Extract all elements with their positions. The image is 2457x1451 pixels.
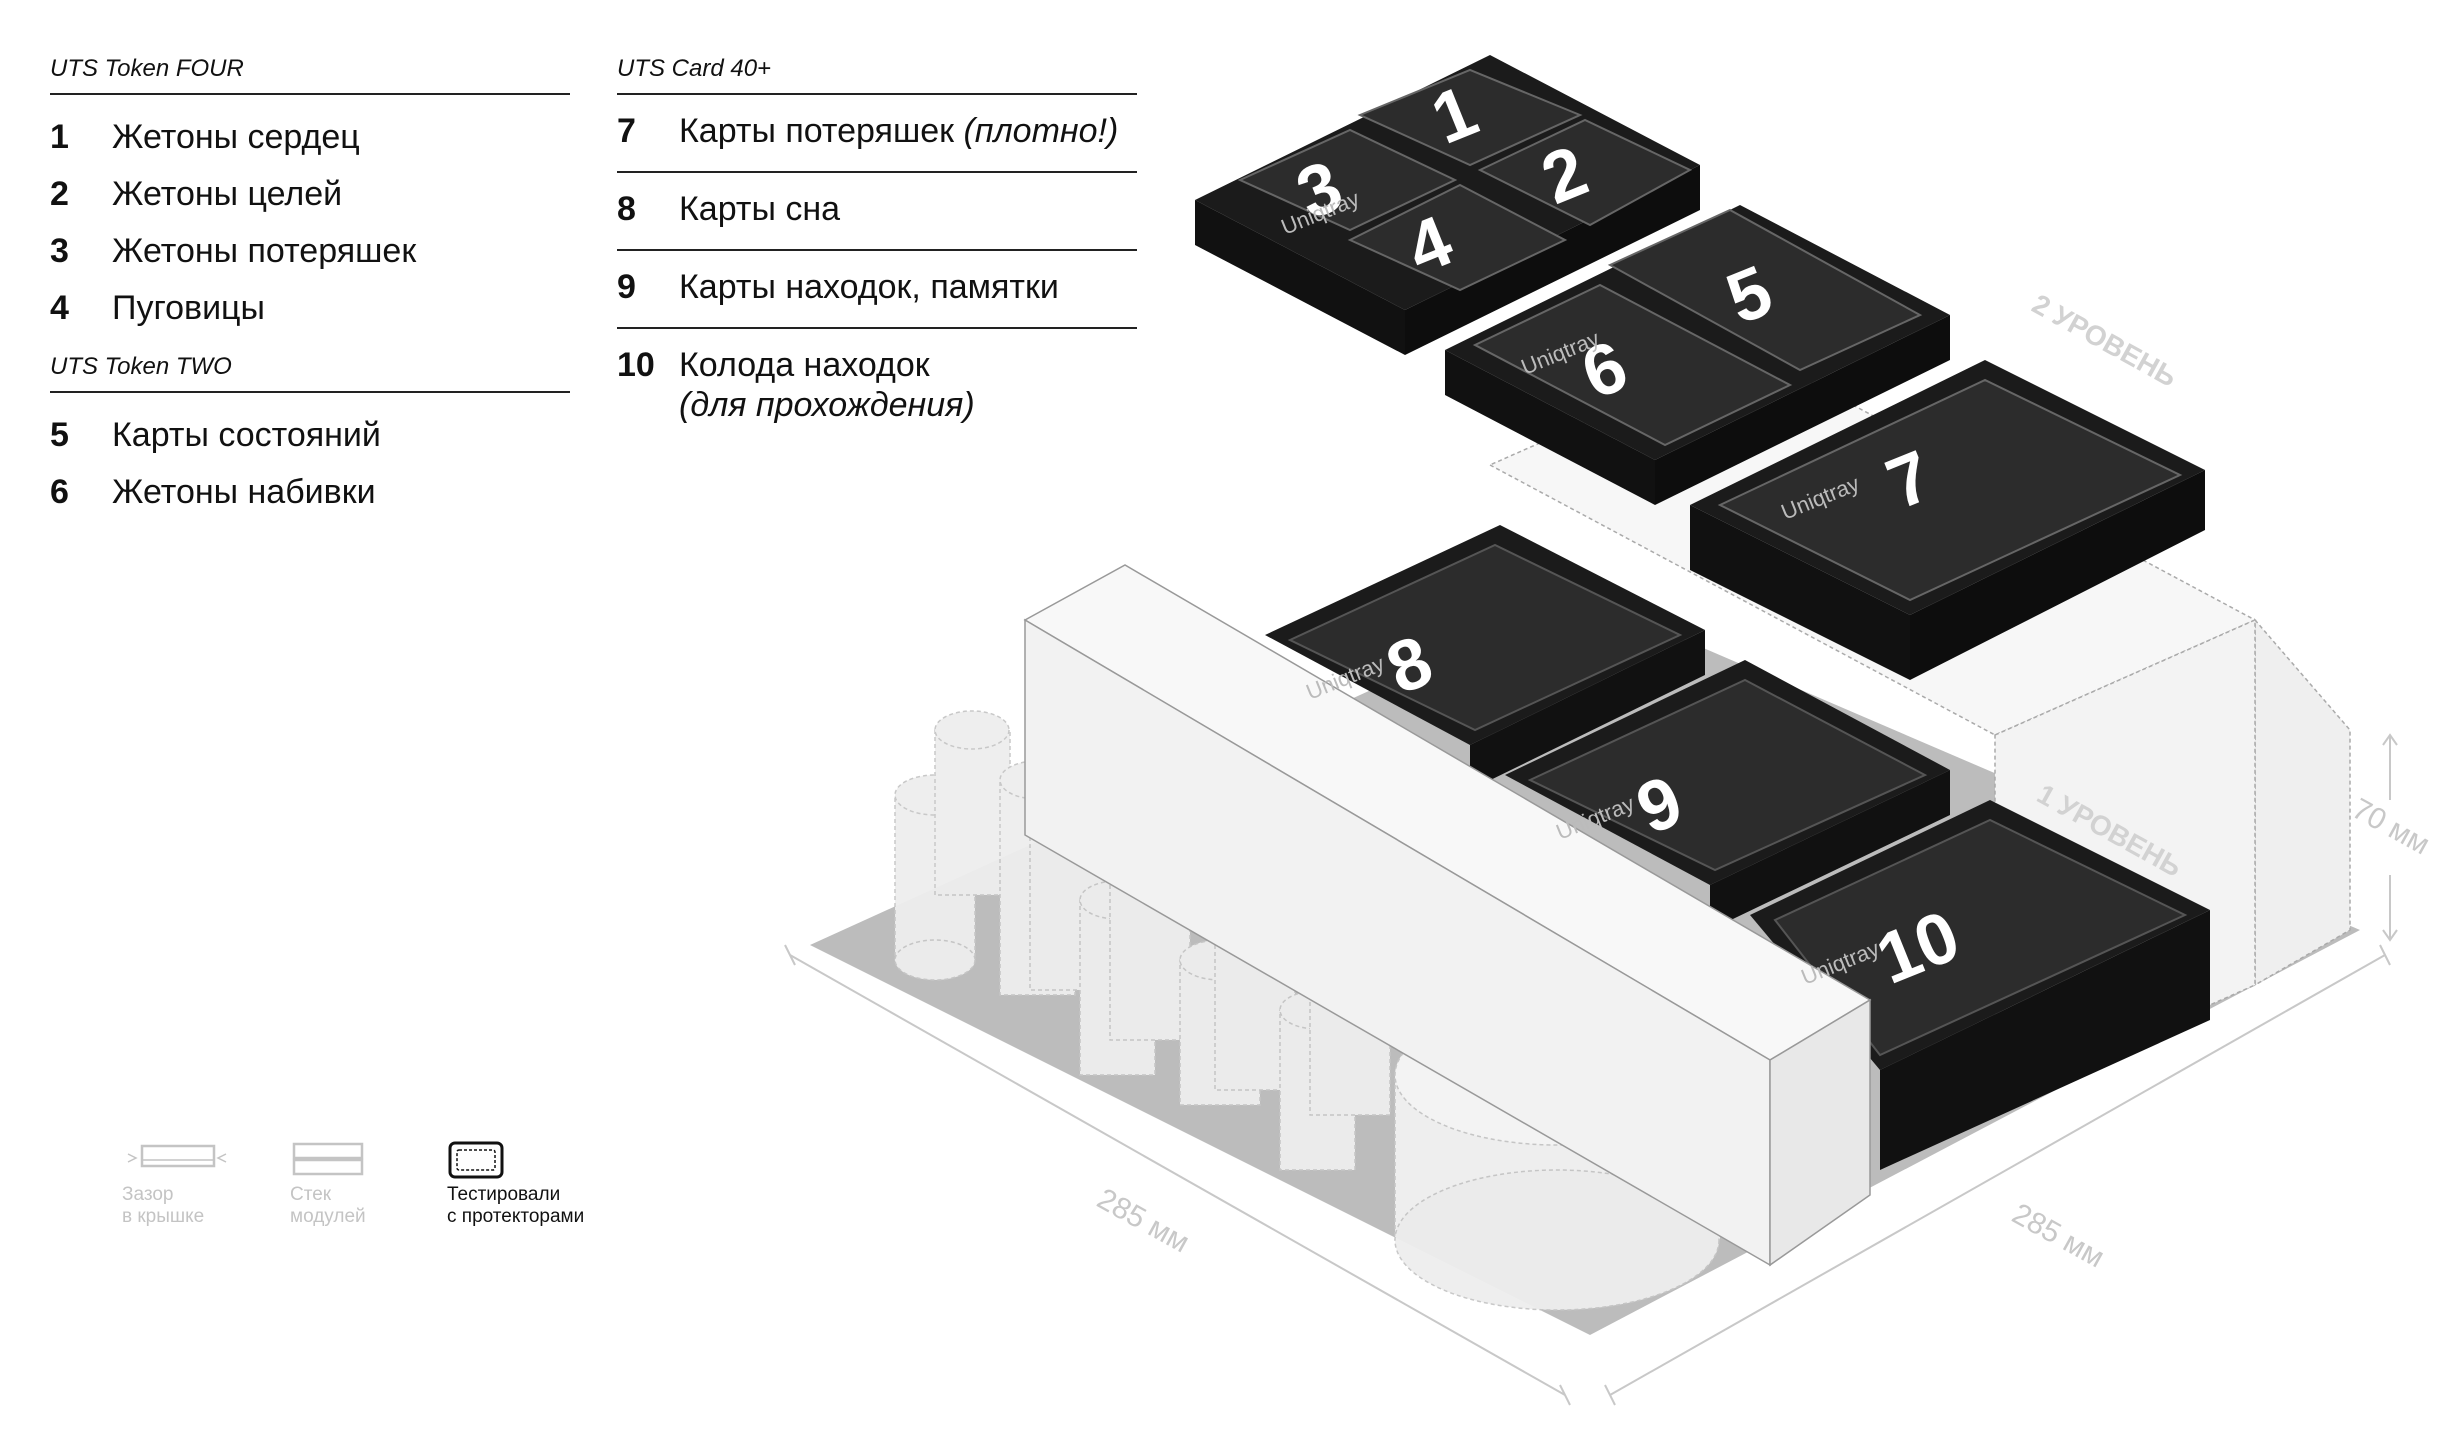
item-label: Жетоны целей	[112, 175, 343, 213]
item-sub: (для прохождения)	[679, 386, 975, 424]
legend-label-line1: Зазор	[122, 1184, 174, 1205]
tray-card-7	[1690, 360, 2205, 680]
sleeved-card-icon	[447, 1140, 584, 1184]
lid-gap-icon	[122, 1140, 232, 1184]
token-two-list: 5 Карты состояний 6 Жетоны набивки	[50, 407, 570, 521]
item-label: Жетоны потеряшек	[112, 232, 417, 270]
legend-item-lid-gap: Зазор в крышке	[122, 1140, 232, 1228]
legend-label-line2: в крышке	[122, 1206, 205, 1227]
list-item: 4 Пуговицы	[50, 280, 570, 337]
item-label: Карты состояний	[112, 416, 381, 454]
item-number: 4	[50, 289, 69, 327]
list-item: 6 Жетоны набивки	[50, 464, 570, 521]
level-2-label: 2 УРОВЕНЬ	[2027, 288, 2182, 393]
list-item: 5 Карты состояний	[50, 407, 570, 464]
tray-level-2	[1195, 55, 2205, 680]
list-item: 10 Колода находок (для прохождения)	[617, 329, 1137, 445]
ghost-block-front	[1023, 564, 1872, 1267]
item-label: Пуговицы	[112, 289, 265, 327]
list-item: 9 Карты находок, памятки	[617, 251, 1137, 329]
dimension-height-label: 70 мм	[2347, 792, 2436, 861]
item-number: 6	[50, 473, 69, 511]
tray-8	[1265, 525, 1705, 790]
tray-token-two	[1445, 205, 1950, 505]
item-label: Карты сна	[679, 190, 841, 228]
token-four-list: 1 Жетоны сердец 2 Жетоны целей 3 Жетоны пот…	[50, 109, 570, 337]
item-label: Карты потеряшек	[679, 112, 964, 150]
item-label: Карты находок, памятки	[679, 268, 1059, 306]
item-label: Колода находок	[679, 346, 930, 384]
list-item: 1 Жетоны сердец	[50, 109, 570, 166]
legend-label-line1: Стек	[290, 1184, 332, 1205]
list-item: 7 Карты потеряшек (плотно!)	[617, 95, 1137, 173]
dimension-width-label: 285 мм	[1092, 1182, 1195, 1259]
legend-column-left: UTS Token FOUR 1 Жетоны сердец 2 Жетоны це…	[50, 55, 570, 521]
stack-icon	[290, 1140, 370, 1184]
tray-token-four	[1195, 55, 1700, 355]
legend-label-line2: с протекторами	[447, 1206, 585, 1227]
item-note: (плотно!)	[963, 112, 1119, 150]
group-title-card: UTS Card 40+	[617, 55, 1137, 95]
legend-label-line1: Тестировали	[447, 1184, 561, 1205]
item-number: 7	[617, 112, 636, 150]
group-title-token-two: UTS Token TWO	[50, 353, 570, 393]
legend-label-line2: модулей	[290, 1206, 366, 1227]
list-item: 2 Жетоны целей	[50, 166, 570, 223]
legend-item-stack: Стек модулей	[290, 1140, 370, 1228]
list-item: 8 Карты сна	[617, 173, 1137, 251]
dimension-lines	[784, 733, 2398, 1406]
item-number: 2	[50, 175, 69, 213]
item-number: 10	[617, 346, 655, 384]
list-item: 3 Жетоны потеряшек	[50, 223, 570, 280]
item-number: 9	[617, 268, 636, 306]
item-number: 8	[617, 190, 636, 228]
item-number: 3	[50, 232, 69, 270]
group-title-token-four: UTS Token FOUR	[50, 55, 570, 95]
tray-9	[1505, 660, 1950, 930]
item-label: Жетоны набивки	[112, 473, 376, 511]
item-number: 5	[50, 416, 69, 454]
legend-item-sleeves: Тестировали с протекторами	[447, 1140, 584, 1228]
item-label: Жетоны сердец	[112, 118, 360, 156]
dimension-depth-label: 285 мм	[2007, 1197, 2110, 1274]
item-number: 1	[50, 118, 69, 156]
